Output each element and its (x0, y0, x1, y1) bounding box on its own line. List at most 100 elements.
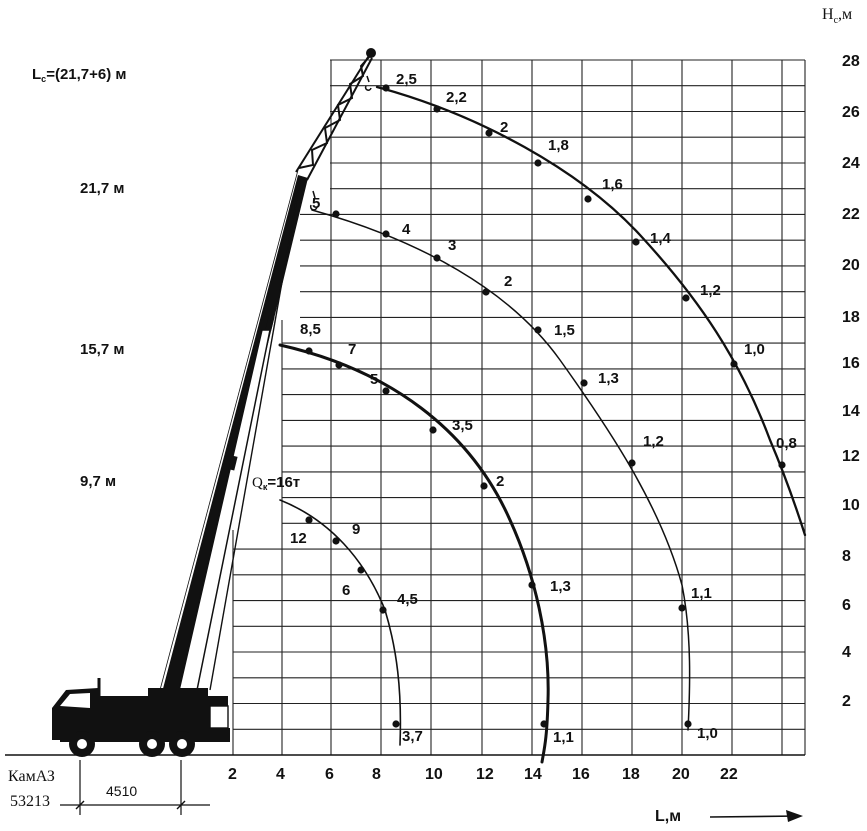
curve-value-label: 1,5 (554, 322, 575, 339)
boom-edge (209, 179, 301, 691)
h-axis-title-unit: ,м (838, 6, 852, 23)
l-tick-label: 16 (572, 766, 590, 783)
truck-outrigger (209, 705, 229, 729)
h-tick-label: 16 (842, 355, 860, 372)
curve-value-label: 1,1 (691, 585, 712, 602)
curve-point (382, 387, 390, 395)
h-tick-label: 8 (842, 548, 851, 565)
boom-label-jib: Lс=(21,7+6) м (32, 66, 127, 84)
truck-wheel-hub (77, 739, 87, 749)
h-tick-label: 2 (842, 693, 851, 710)
l-axis-arrow-line (709, 815, 801, 818)
l-tick-label: 18 (622, 766, 640, 783)
curve-point (580, 379, 588, 387)
curve-value-label: 2 (500, 119, 508, 136)
boom-label-15-7: 15,7 м (80, 341, 124, 358)
dimension-slash-left (75, 800, 85, 810)
boom-main-section (160, 175, 308, 700)
truck-wheel-hub (177, 739, 187, 749)
curve-point (382, 84, 390, 92)
curve-point (379, 606, 387, 614)
boom-label-jib-rest: =(21,7+6) м (46, 66, 126, 83)
jib-web (298, 55, 371, 169)
curve-point (628, 459, 636, 467)
curve-point (429, 426, 437, 434)
hook-icon (309, 190, 318, 211)
curve-value-label: 9 (352, 521, 360, 538)
dimension-slash-right (176, 800, 186, 810)
jib-lattice (295, 53, 373, 181)
curve-value-label: 3 (448, 237, 456, 254)
curve-value-label: 1,0 (697, 725, 718, 742)
curve-point (480, 482, 488, 490)
curve-value-label: 3,5 (452, 417, 473, 434)
curve-boom-jib (375, 85, 807, 537)
vehicle-model-line1: КамАЗ (8, 768, 55, 785)
h-tick-label: 24 (842, 155, 860, 172)
h-tick-label: 4 (842, 644, 851, 661)
truck-wheel-hub (147, 739, 157, 749)
hook-icon (364, 75, 372, 91)
curve-point (684, 720, 692, 728)
curve-boom-21-7 (311, 209, 691, 731)
curve-point (305, 516, 313, 524)
curve-value-label: 1,2 (700, 282, 721, 299)
curve-value-label: 2 (504, 273, 512, 290)
jib-chord (295, 53, 371, 173)
boom-outer-section (177, 329, 271, 696)
curve-value-label: 1,1 (553, 729, 574, 746)
h-tick-label: 6 (842, 597, 851, 614)
curve-points (305, 84, 786, 728)
curve-point (682, 294, 690, 302)
truck (52, 678, 230, 757)
curve-point (534, 326, 542, 334)
curve-value-label: 4,5 (397, 591, 418, 608)
curve-boom-15-7 (278, 343, 550, 764)
boom-label-21-7: 21,7 м (80, 180, 124, 197)
h-tick-label: 18 (842, 309, 860, 326)
curve-point (357, 566, 365, 574)
boom-clamp (265, 315, 275, 331)
qk-label-sub: к (263, 482, 268, 492)
curve-point (382, 230, 390, 238)
curve-point (528, 581, 536, 589)
l-tick-label: 6 (325, 766, 334, 783)
l-tick-label: 2 (228, 766, 237, 783)
curve-value-label: 1,8 (548, 137, 569, 154)
curve-value-label: 2 (496, 473, 504, 490)
curve-value-label: 2,5 (396, 71, 417, 88)
curve-value-label: 5 (312, 195, 320, 212)
l-tick-label: 20 (672, 766, 690, 783)
h-tick-label: 28 (842, 53, 860, 70)
curve-point (584, 195, 592, 203)
curve-point (485, 129, 493, 137)
h-axis-title-main: H (822, 6, 834, 23)
curve-value-label: 1,3 (550, 578, 571, 595)
curve-point (433, 254, 441, 262)
curve-value-label: 6 (342, 582, 350, 599)
truck-turret (148, 688, 208, 706)
l-tick-label: 4 (276, 766, 285, 783)
curve-value-label: 0,8 (776, 435, 797, 452)
curve-value-label: 1,0 (744, 341, 765, 358)
curve-point (730, 360, 738, 368)
curve-point (332, 537, 340, 545)
h-tick-label: 10 (842, 497, 860, 514)
l-tick-label: 10 (425, 766, 443, 783)
curve-value-label: 2,2 (446, 89, 467, 106)
h-tick-label: 26 (842, 104, 860, 121)
jib-head (366, 48, 376, 58)
h-axis-title-sub: c (834, 15, 839, 26)
h-axis-title: Hc,м (822, 6, 852, 26)
dimension-value: 4510 (106, 783, 137, 799)
l-tick-label: 14 (524, 766, 542, 783)
curve-value-label: 5 (370, 371, 378, 388)
boom-label-jib-sub: с (41, 74, 46, 84)
hoist-rope (159, 169, 299, 691)
boom-label-jib-L: L (32, 66, 41, 83)
l-axis-arrowhead (786, 810, 803, 822)
curve-value-label: 1,6 (602, 176, 623, 193)
